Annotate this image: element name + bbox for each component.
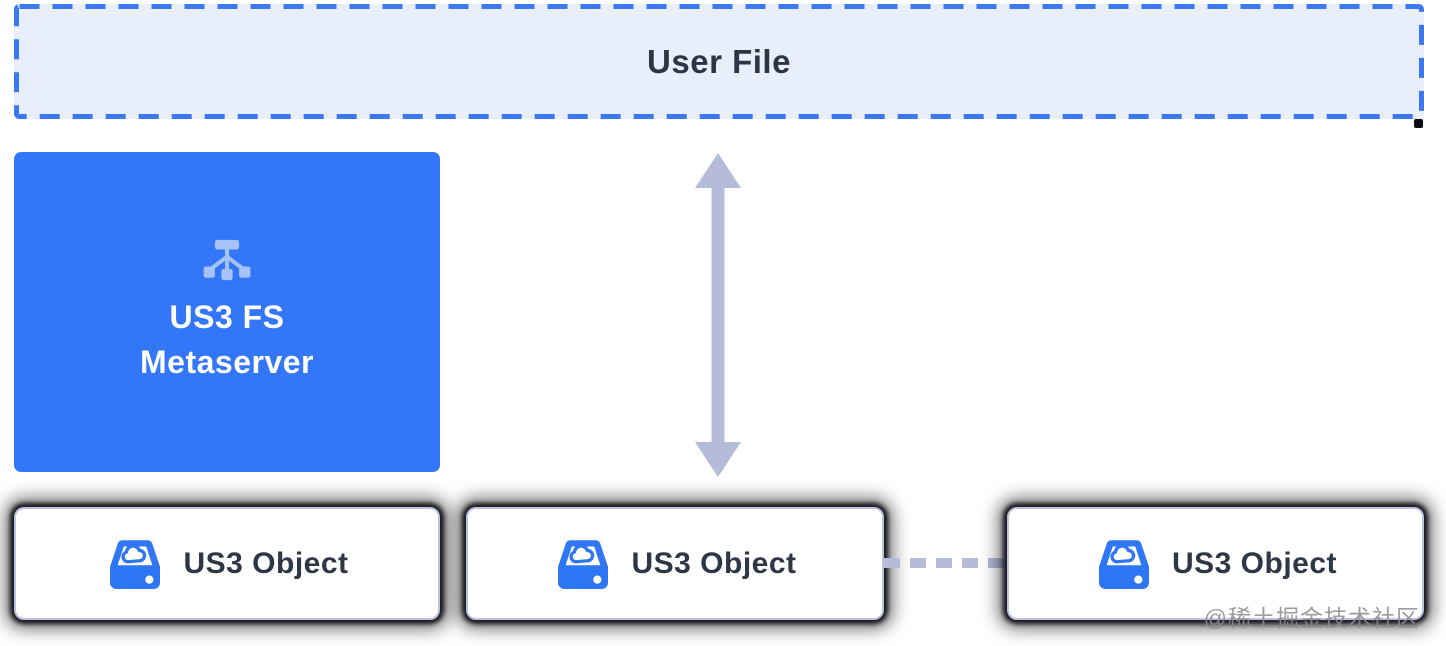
- dashed-connector: [884, 558, 1007, 568]
- metaserver-label-line1: US3 FS: [169, 299, 285, 335]
- user-file-label: User File: [647, 42, 791, 80]
- object-label: US3 Object: [631, 546, 797, 580]
- object-node-2: US3 Object: [466, 507, 884, 620]
- user-file-node: User File: [14, 4, 1424, 119]
- storage-drive-cloud-icon: [558, 539, 609, 589]
- metaserver-label-line2: Metaserver: [140, 344, 314, 380]
- object-node-1: US3 Object: [14, 507, 440, 620]
- stray-pixel-artifact: [1414, 119, 1423, 128]
- storage-drive-cloud-icon: [110, 539, 161, 589]
- object-label: US3 Object: [1171, 546, 1338, 580]
- object-node-3: US3 Object: [1007, 507, 1424, 620]
- sitemap-icon: [203, 239, 251, 281]
- double-arrow-icon: [695, 153, 741, 477]
- watermark: @稀土掘金技术社区: [1203, 605, 1420, 631]
- storage-drive-cloud-icon: [1098, 539, 1149, 589]
- object-label: US3 Object: [183, 546, 349, 580]
- metaserver-node: US3 FS Metaserver: [14, 152, 440, 472]
